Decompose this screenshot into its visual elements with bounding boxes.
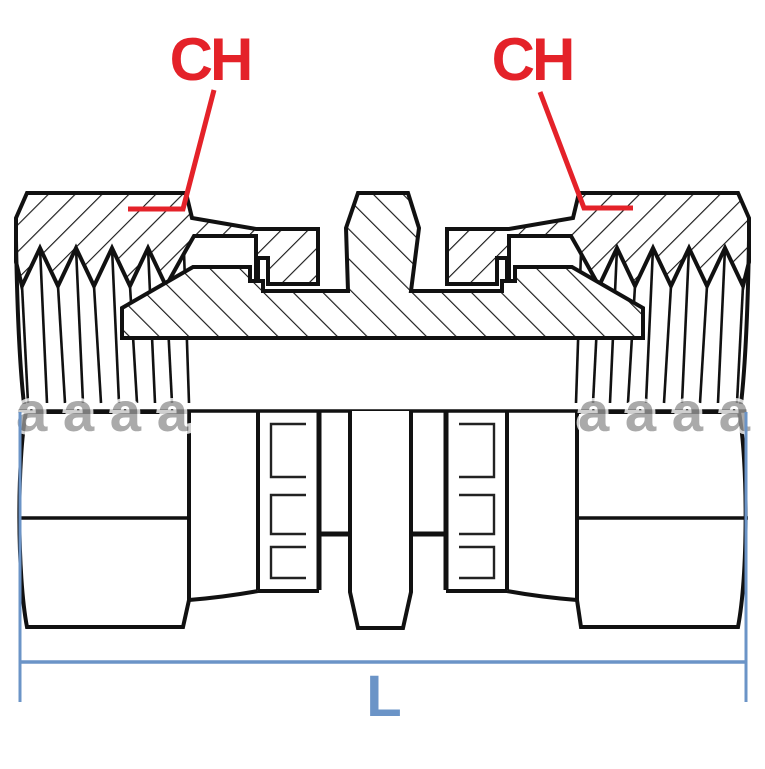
right-thread-lines [574,239,751,405]
top-cross-section [14,191,751,405]
watermark-right: a a a a [578,380,751,443]
length-dimension: L [18,412,748,729]
body-section [120,191,645,340]
ch-callouts: CH CH [128,26,633,212]
left-bracket-details [269,422,306,580]
ch-label-left: CH [170,26,251,93]
ch-leader-left [128,89,217,212]
watermark: a a a a a a a a [13,377,754,446]
watermark-left: a a a a [16,380,189,443]
ch-leader-right [537,91,633,211]
bottom-external-view [17,409,748,630]
center-hex-bottom [348,411,413,630]
right-bracket-details [459,422,496,580]
ch-label-right: CH [492,26,573,93]
left-nut-section [14,191,320,292]
right-nut-section [445,191,751,292]
length-label: L [366,664,401,729]
